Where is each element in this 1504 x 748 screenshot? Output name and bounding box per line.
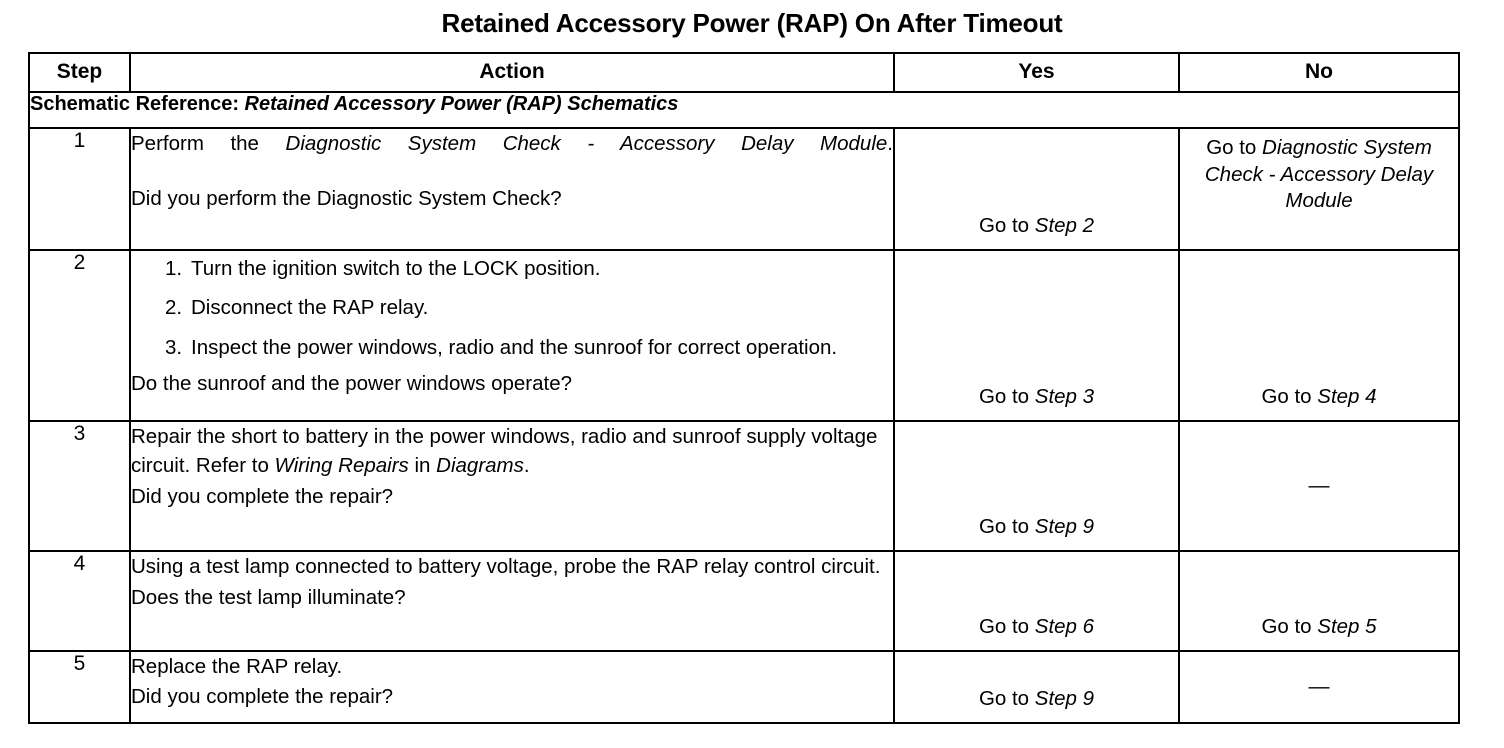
yes-goto-target: Step 2 [1034, 214, 1095, 238]
action-text-reference-1: Wiring Repairs [274, 454, 409, 478]
action-text-period: . [523, 454, 530, 478]
action-cell: Perform the Diagnostic System Check - Ac… [129, 127, 895, 251]
yes-goto-target: Step 3 [1034, 385, 1095, 409]
yes-goto-text: Go to [978, 687, 1035, 711]
action-instruction: Using a test lamp connected to battery v… [131, 555, 881, 578]
action-text-period: . [887, 132, 893, 155]
table-row: 5 Replace the RAP relay. Did you complet… [28, 650, 1460, 724]
action-question: Does the test lamp illuminate? [131, 586, 406, 610]
action-step-list: Turn the ignition switch to the LOCK pos… [131, 255, 893, 362]
step-number: 3 [28, 420, 131, 552]
list-item: Turn the ignition switch to the LOCK pos… [165, 255, 601, 284]
diagnostic-table: Step Action Yes No Schematic Reference: … [28, 52, 1460, 724]
action-text-reference-2: Diagrams [436, 454, 524, 478]
yes-goto-target: Step 6 [1034, 615, 1095, 639]
table-row: 3 Repair the short to battery in the pow… [28, 420, 1460, 552]
table-row: 2 Turn the ignition switch to the LOCK p… [28, 249, 1460, 422]
schematic-reference-cell: Schematic Reference: Retained Accessory … [28, 91, 1460, 129]
page-title: Retained Accessory Power (RAP) On After … [441, 8, 1063, 38]
action-instruction: Replace the RAP relay. [131, 655, 343, 678]
action-text-pre: Repair the short to battery in the power… [131, 425, 878, 478]
list-item: Disconnect the RAP relay. [165, 294, 429, 323]
schematic-reference-row: Schematic Reference: Retained Accessory … [28, 91, 1460, 129]
yes-answer-cell: Go to Step 9 [893, 420, 1180, 552]
no-answer-cell: Go to Step 5 [1178, 550, 1460, 652]
yes-goto-target: Step 9 [1034, 687, 1095, 711]
step-number: 5 [28, 650, 131, 724]
action-cell: Turn the ignition switch to the LOCK pos… [129, 249, 895, 422]
action-question: Did you complete the repair? [131, 485, 394, 509]
action-question: Do the sunroof and the power windows ope… [131, 371, 573, 395]
yes-goto-text: Go to [978, 385, 1035, 409]
no-answer-dash: — [1308, 674, 1330, 698]
step-number: 2 [28, 249, 131, 422]
no-answer-dash: — [1308, 473, 1330, 497]
action-text-reference: Diagnostic System Check - Accessory Dela… [285, 132, 888, 155]
no-answer-cell: — [1178, 420, 1460, 552]
no-goto-text: Go to [1261, 615, 1318, 639]
no-answer-cell: — [1178, 650, 1460, 724]
list-item: Inspect the power windows, radio and the… [165, 334, 838, 363]
action-instruction: Perform the Diagnostic System Check - Ac… [131, 129, 893, 158]
step-number: 4 [28, 550, 131, 652]
no-goto-target: Diagnostic System Check - Accessory Dela… [1204, 136, 1434, 213]
column-header-yes: Yes [893, 52, 1180, 93]
column-header-action: Action [129, 52, 895, 93]
yes-answer-cell: Go to Step 9 [893, 650, 1180, 724]
no-answer-cell: Go to Diagnostic System Check - Accessor… [1178, 127, 1460, 251]
column-header-no: No [1178, 52, 1460, 93]
action-text-plain: Perform the [131, 132, 259, 155]
yes-goto-text: Go to [978, 615, 1035, 639]
action-cell: Using a test lamp connected to battery v… [129, 550, 895, 652]
column-header-step: Step [28, 52, 131, 93]
no-answer-cell: Go to Step 4 [1178, 249, 1460, 422]
action-question: Did you perform the Diagnostic System Ch… [131, 187, 562, 211]
action-cell: Repair the short to battery in the power… [129, 420, 895, 552]
table-row: 1 Perform the Diagnostic System Check - … [28, 127, 1460, 251]
schematic-reference-label: Schematic Reference: [30, 93, 239, 115]
action-instruction: Repair the short to battery in the power… [131, 422, 893, 480]
yes-goto-text: Go to [978, 515, 1035, 539]
yes-answer-cell: Go to Step 2 [893, 127, 1180, 251]
action-question: Did you complete the repair? [131, 685, 394, 709]
yes-goto-target: Step 9 [1034, 515, 1095, 539]
yes-answer-cell: Go to Step 6 [893, 550, 1180, 652]
action-cell: Replace the RAP relay. Did you complete … [129, 650, 895, 724]
yes-answer-cell: Go to Step 3 [893, 249, 1180, 422]
no-goto-target: Step 4 [1317, 385, 1377, 409]
table-header-row: Step Action Yes No [28, 52, 1460, 93]
spacer [131, 158, 893, 184]
schematic-reference-value: Retained Accessory Power (RAP) Schematic… [244, 93, 679, 115]
no-goto-target: Step 5 [1317, 615, 1377, 639]
step-number: 1 [28, 127, 131, 251]
no-goto-text: Go to [1206, 136, 1263, 159]
table-row: 4 Using a test lamp connected to battery… [28, 550, 1460, 652]
yes-goto-text: Go to [978, 214, 1035, 238]
no-goto-text: Go to [1261, 385, 1318, 409]
action-text-mid: in [408, 454, 437, 478]
